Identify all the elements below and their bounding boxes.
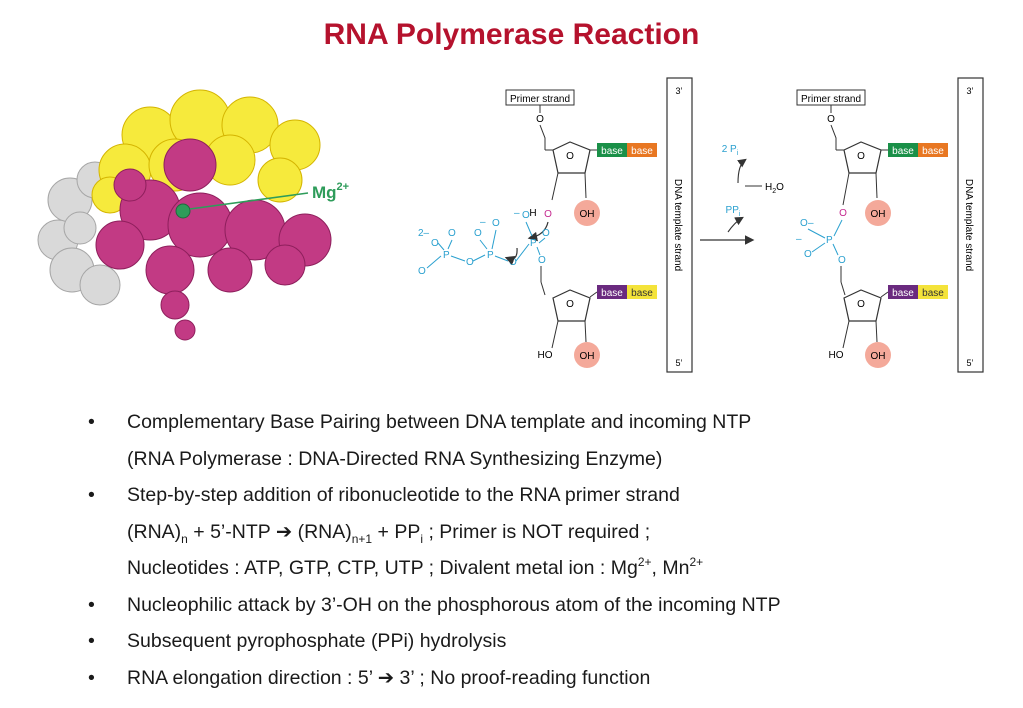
bullet-2-line-3: Nucleotides : ATP, GTP, CTP, UTP ; Dival… (127, 555, 704, 579)
primer-strand-label: Primer strand (510, 94, 570, 105)
mg-ion-sphere (175, 203, 191, 219)
svg-text:O: O (544, 209, 552, 220)
svg-text:P: P (487, 250, 494, 261)
svg-text:O: O (492, 218, 500, 229)
mg-label: Mg2+ (312, 181, 349, 202)
svg-text:2–: 2– (418, 228, 430, 239)
svg-text:O: O (827, 114, 835, 125)
svg-text:P: P (443, 250, 450, 261)
svg-text:O: O (474, 228, 482, 239)
svg-text:O: O (466, 257, 474, 268)
svg-text:base: base (892, 288, 914, 299)
slide-title: RNA Polymerase Reaction (323, 18, 700, 51)
svg-text:O: O (418, 266, 426, 277)
svg-text:OH: OH (871, 209, 886, 220)
mg-pointer-line (189, 192, 309, 210)
bullet-marker: • (88, 666, 95, 689)
protein-yellow-domain (91, 89, 321, 214)
svg-text:base: base (892, 146, 914, 157)
svg-text:O: O (857, 151, 865, 162)
base-label-purple: base (601, 288, 623, 299)
svg-text:3’: 3’ (675, 86, 682, 96)
svg-text:HO: HO (829, 350, 844, 361)
svg-text:5’: 5’ (675, 358, 682, 368)
lower-ribose-ring (552, 289, 591, 322)
svg-text:O: O (839, 208, 847, 219)
svg-text:O: O (522, 210, 530, 221)
svg-text:O: O (566, 299, 574, 310)
attack-arrow (527, 221, 549, 242)
bullet-marker: • (88, 484, 95, 506)
base-label-yellow: base (631, 288, 653, 299)
svg-text:P: P (826, 235, 833, 246)
svg-text:O: O (838, 255, 846, 266)
right-arrow-icon: ➔ (275, 520, 293, 543)
bullet-marker: • (88, 411, 95, 433)
svg-text:O: O (800, 218, 808, 229)
svg-text:O: O (536, 114, 544, 125)
svg-text:base: base (922, 146, 944, 157)
bullet-marker: • (88, 630, 95, 652)
svg-text:O: O (857, 299, 865, 310)
svg-text:OH: OH (580, 351, 595, 362)
svg-text:–: – (796, 234, 802, 245)
svg-text:–: – (480, 217, 486, 228)
bullet-3: •Nucleophilic attack by 3’-OH on the pho… (88, 587, 988, 624)
bullet-1-line-1: •Complementary Base Pairing between DNA … (88, 404, 988, 441)
svg-text:O: O (431, 238, 439, 249)
bullet-2-line-2: (RNA)n + 5’-NTP ➔ (RNA)n+1 + PPi ; Prime… (127, 520, 651, 546)
bullet-list: •Complementary Base Pairing between DNA … (88, 404, 988, 696)
svg-text:H: H (529, 208, 536, 219)
reactants-panel: Primer strand O O base base OH O H 2– O … (418, 77, 693, 373)
rna-polymerase-structure: Mg2+ (37, 89, 349, 341)
bullet-5: •RNA elongation direction : 5’ ➔ 3’ ; No… (88, 660, 988, 697)
dna-template-label: DNA template strand (672, 179, 683, 271)
reaction-figure: Mg2+ Primer strand O O base base OH O H … (37, 77, 984, 373)
upper-ribose-ring (552, 141, 591, 174)
svg-text:–: – (808, 218, 814, 229)
products-panel: Primer strand O O base base OH O – O – O… (796, 77, 984, 373)
base-label-green: base (601, 146, 623, 157)
bullet-marker: • (88, 593, 95, 616)
svg-text:HO: HO (538, 350, 553, 361)
bullet-4: •Subsequent pyrophosphate (PPi) hydrolys… (88, 623, 988, 660)
svg-text:2 Pi: 2 Pi (722, 144, 739, 157)
svg-text:O: O (804, 249, 812, 260)
svg-text:O: O (542, 228, 550, 239)
right-arrow-icon: ➔ (377, 666, 395, 689)
svg-text:O: O (448, 228, 456, 239)
svg-text:PPi: PPi (726, 205, 741, 218)
svg-text:Primer strand: Primer strand (801, 94, 861, 105)
svg-text:5’: 5’ (966, 358, 973, 368)
svg-text:P: P (530, 238, 537, 249)
svg-text:3’: 3’ (966, 86, 973, 96)
svg-text:DNA template strand: DNA template strand (963, 179, 974, 271)
svg-text:H2O: H2O (765, 182, 784, 195)
svg-text:–: – (514, 208, 520, 219)
svg-text:OH: OH (871, 351, 886, 362)
bullet-2-line-1: •Step-by-step addition of ribonucleotide… (88, 477, 988, 514)
protein-magenta-domain (95, 138, 332, 341)
svg-text:base: base (922, 288, 944, 299)
base-label-orange: base (631, 146, 653, 157)
svg-text:O: O (566, 151, 574, 162)
svg-text:O: O (538, 255, 546, 266)
bullet-1-line-2: (RNA Polymerase : DNA-Directed RNA Synth… (127, 447, 663, 470)
svg-text:OH: OH (580, 209, 595, 220)
dna-template-bar (666, 77, 693, 373)
reaction-arrows: 2 Pi H2O PPi (700, 144, 784, 245)
oh-2prime-highlight (574, 200, 600, 226)
